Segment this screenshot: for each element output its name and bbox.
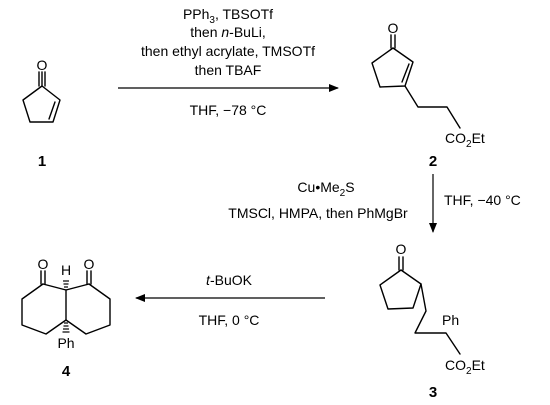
step-1-reagent-line-4: then TBAF	[195, 62, 262, 78]
text-run: S	[345, 179, 354, 195]
step-1-reagent-line-1: PPh3, TBSOTf	[183, 6, 273, 26]
compound-4-structure	[21, 270, 111, 335]
text-run: 3	[209, 15, 215, 26]
text-run: n	[221, 24, 229, 40]
compound-4-phenyl: Ph	[57, 335, 74, 351]
compound-2: O CO2Et 2	[371, 20, 485, 170]
text-run: then	[190, 24, 221, 40]
text-run: t	[206, 272, 211, 288]
compound-3-oxygen: O	[396, 241, 407, 257]
compound-2-number: 2	[429, 153, 437, 170]
text-run: -BuLi,	[229, 24, 266, 40]
text-run: THF, −40 °C	[444, 192, 521, 208]
compound-1-number: 1	[38, 153, 46, 170]
compound-3: O Ph CO2Et 3	[379, 241, 485, 401]
step-1-reagent-line-3: then ethyl acrylate, TMSOTf	[141, 43, 315, 59]
compound-2-oxygen: O	[388, 20, 399, 36]
compound-2-ester: CO2Et	[445, 130, 485, 150]
compound-3-structure	[379, 256, 461, 355]
text-run: then TBAF	[195, 62, 262, 78]
step-2: Cu•Me2S TMSCl, HMPA, then PhMgBr THF, −4…	[228, 174, 521, 233]
text-run: PPh	[183, 6, 209, 22]
compound-1-oxygen: O	[37, 57, 48, 73]
compound-2-structure	[371, 34, 461, 129]
step-3: t-BuOK THF, 0 °C	[135, 272, 325, 328]
step-3-condition: THF, 0 °C	[199, 312, 260, 328]
compound-4: O H O Ph 4	[21, 256, 111, 380]
step-2-reagent-line-1: Cu•Me2S	[297, 179, 354, 199]
text-run: , TBSOTf	[215, 6, 273, 22]
text-run: TMSCl, HMPA, then PhMgBr	[228, 205, 408, 221]
step-1: PPh3, TBSOTf then n-BuLi, then ethyl acr…	[118, 6, 339, 118]
compound-4-hydrogen: H	[61, 262, 71, 278]
text-run: then ethyl acrylate, TMSOTf	[141, 43, 315, 59]
compound-1: O 1	[22, 57, 61, 170]
step-2-reagent-line-2: TMSCl, HMPA, then PhMgBr	[228, 205, 408, 221]
compound-3-phenyl: Ph	[442, 312, 459, 328]
compound-4-number: 4	[62, 363, 71, 380]
text-run: 2	[340, 188, 346, 199]
text-run: THF, −78 °C	[190, 102, 267, 118]
compound-4-oxygen-right: O	[84, 256, 95, 272]
step-1-reagent-line-2: then n-BuLi,	[190, 24, 266, 40]
compound-3-number: 3	[429, 384, 437, 401]
compound-3-ester: CO2Et	[445, 357, 485, 377]
text-run: Cu•Me	[297, 179, 339, 195]
text-run: -BuOK	[210, 272, 253, 288]
compound-1-structure	[22, 71, 61, 123]
step-1-condition: THF, −78 °C	[190, 102, 267, 118]
text-run: THF, 0 °C	[199, 312, 260, 328]
compound-4-oxygen-left: O	[38, 256, 49, 272]
step-3-reagent: t-BuOK	[206, 272, 253, 288]
step-2-condition: THF, −40 °C	[444, 192, 521, 208]
